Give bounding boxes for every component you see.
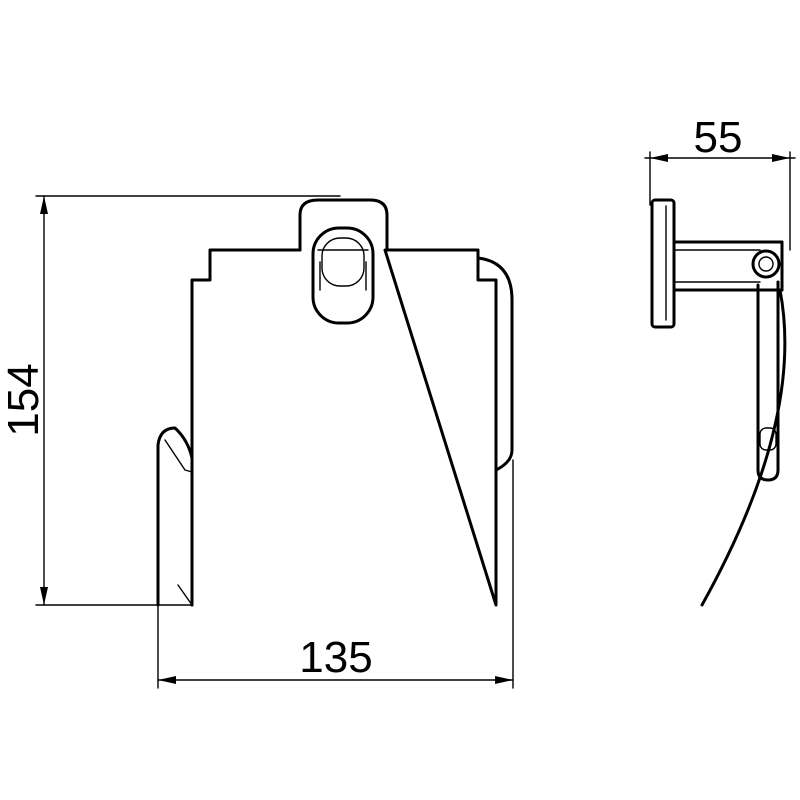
- paper-guide-inner: [164, 439, 193, 473]
- mount-knob-inner: [321, 237, 365, 287]
- depth-label: 55: [694, 113, 743, 162]
- front-view: [156, 198, 514, 607]
- cover-curve: [700, 288, 787, 607]
- mount-knob: [311, 226, 375, 325]
- roll-bar: [756, 280, 780, 482]
- depth-dimension: 55: [644, 113, 796, 251]
- width-label: 135: [299, 633, 372, 682]
- height-dimension: 154: [0, 195, 341, 606]
- cover-right-curl: [476, 256, 514, 472]
- wall-plate: [650, 198, 676, 329]
- side-view: [650, 198, 787, 607]
- width-dimension: 135: [157, 459, 514, 689]
- cover-plate: [190, 248, 498, 607]
- height-label: 154: [0, 363, 48, 436]
- paper-guide: [156, 426, 194, 607]
- roller-ring: [751, 249, 781, 279]
- mount-bracket: [298, 198, 389, 252]
